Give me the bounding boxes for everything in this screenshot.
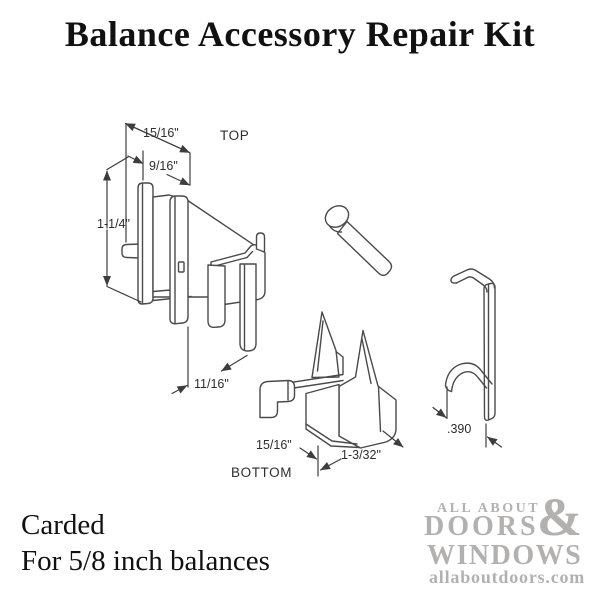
dim-label-top-leg-spacing: 11/16" bbox=[194, 377, 229, 391]
pin-drawing bbox=[324, 205, 393, 277]
logo-ampersand: & bbox=[537, 487, 582, 547]
bottom-part-label: BOTTOM bbox=[231, 465, 293, 480]
dim-label-bottom-depth: 1-3/32" bbox=[341, 448, 381, 462]
fits-label: For 5/8 inch balances bbox=[21, 545, 270, 577]
bottom-shoe-drawing bbox=[259, 311, 397, 449]
logo-website: allaboutdoors.com bbox=[429, 567, 586, 587]
dim-label-clip-thickness: .390 bbox=[447, 422, 472, 436]
logo-doors: DOORS bbox=[424, 511, 539, 542]
logo-all-about: ALL ABOUT bbox=[437, 501, 541, 516]
top-shoe-dimension-lines bbox=[103, 122, 248, 395]
dim-label-bottom-width: 15/16" bbox=[256, 438, 292, 452]
dim-label-top-width: 15/16" bbox=[143, 126, 179, 140]
logo-windows: WINDOWS bbox=[427, 540, 583, 571]
top-shoe-drawing bbox=[121, 182, 266, 352]
packaging-label: Carded bbox=[21, 509, 105, 541]
dim-label-top-height: 1-1/4" bbox=[97, 217, 130, 231]
page-title: Balance Accessory Repair Kit bbox=[64, 14, 536, 54]
bottom-shoe-dimension-lines bbox=[299, 430, 404, 477]
top-part-label: TOP bbox=[220, 128, 250, 143]
clip-dimension-lines bbox=[432, 386, 503, 448]
clip-drawing bbox=[444, 268, 496, 422]
dim-label-top-inner-width: 9/16" bbox=[149, 159, 178, 173]
